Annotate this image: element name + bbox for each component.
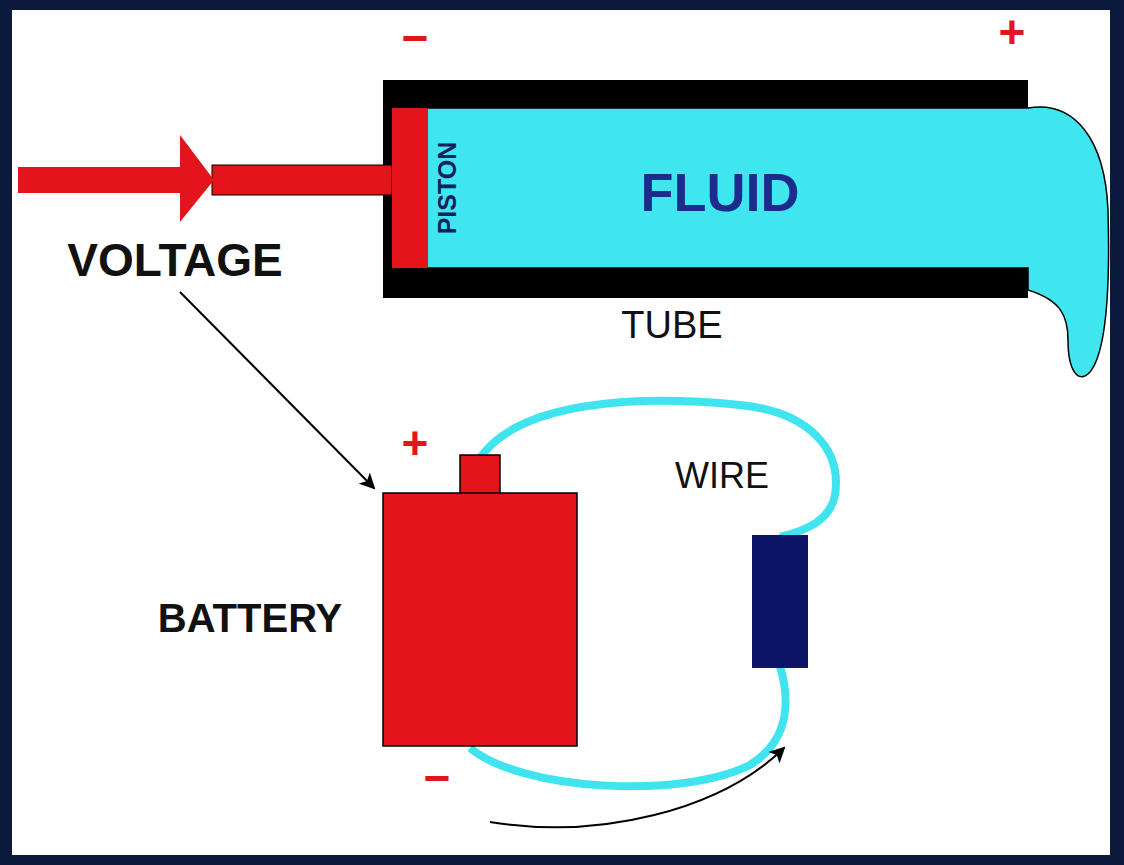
part-label: BATTERY xyxy=(158,598,342,638)
flow-arrow xyxy=(490,748,784,827)
part-label: WIRE xyxy=(675,458,769,494)
polarity-sign: − xyxy=(402,15,429,61)
part-label: PISTON xyxy=(435,142,460,235)
piston: PISTON xyxy=(392,108,428,268)
region-label: FLUID xyxy=(641,165,800,219)
polarity-sign: + xyxy=(999,9,1026,55)
battery-terminal xyxy=(460,455,500,495)
fluid-region: FLUID xyxy=(470,108,1028,268)
tube-wall xyxy=(383,268,1028,298)
load-block xyxy=(752,535,808,668)
leader-line xyxy=(180,292,374,488)
piston-rod xyxy=(212,165,392,195)
fluid xyxy=(392,107,1109,377)
polarity-sign: − xyxy=(424,755,451,801)
push-arrow xyxy=(18,135,214,222)
quantity-label: VOLTAGE xyxy=(67,237,283,283)
part-label: TUBE xyxy=(621,306,722,344)
tube-wall xyxy=(383,80,1028,108)
battery-body xyxy=(383,493,577,746)
polarity-sign: + xyxy=(402,420,429,466)
